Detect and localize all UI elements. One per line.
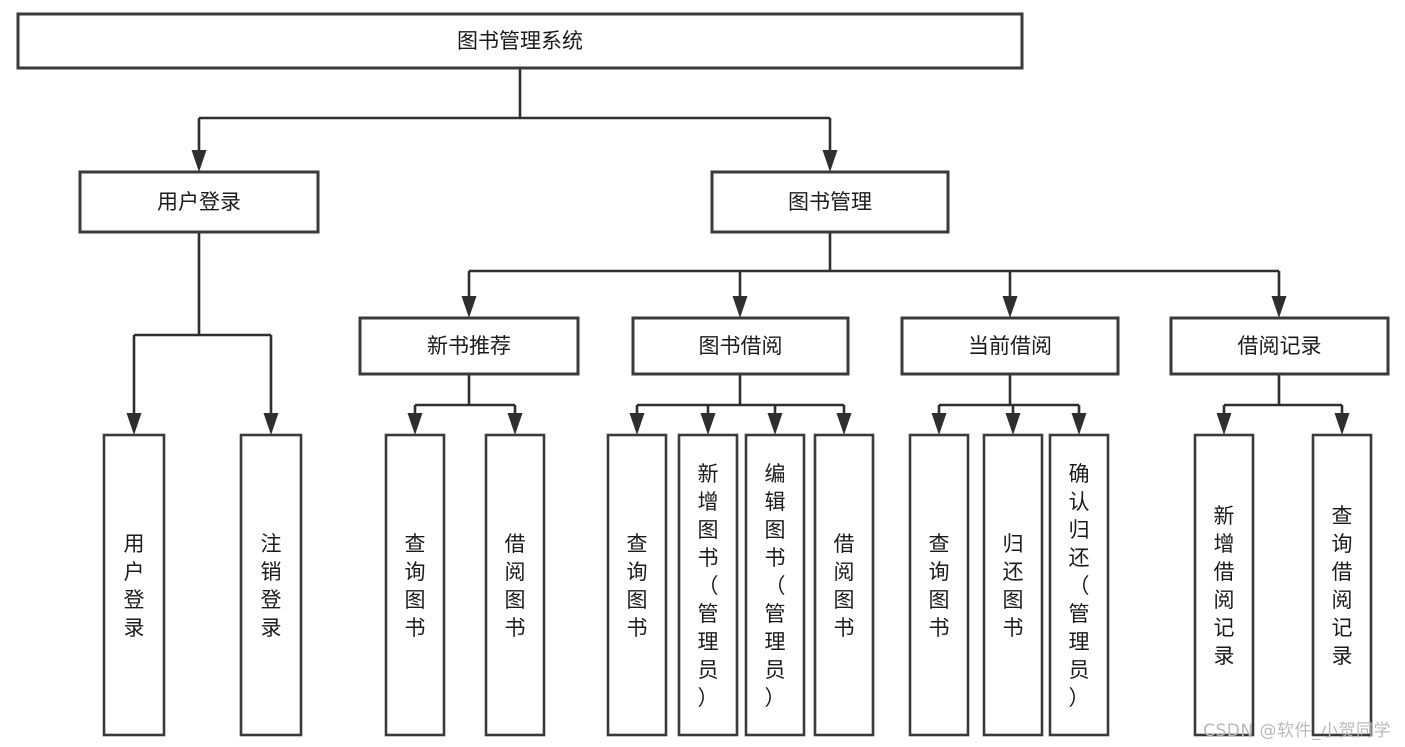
node-rect	[900, 316, 1120, 376]
node-rect	[358, 316, 580, 376]
connector-borrow-to-leaves	[629, 374, 852, 435]
connector-userlogin-to-leaves	[126, 232, 279, 435]
node-leaf-编辑图书-管理员[interactable]: 编辑图书（管理员）	[744, 433, 806, 737]
node-leaf-借阅图书[interactable]: 借阅图书	[484, 433, 546, 737]
node-label: 借阅图书	[505, 532, 526, 640]
node-rect	[16, 12, 1024, 70]
node-root-图书管理系统[interactable]: 图书管理系统	[16, 12, 1024, 70]
node-leaf-查询图书[interactable]: 查询图书	[606, 433, 668, 737]
node-rect	[102, 433, 166, 737]
connector-records-to-leaves	[1216, 374, 1350, 435]
connector-newbook-to-leaves	[407, 374, 523, 435]
node-rect	[484, 433, 546, 737]
node-rect	[239, 433, 303, 737]
node-label: 用户登录	[157, 190, 241, 214]
node-rect	[813, 433, 875, 737]
node-label: 借阅记录	[1238, 334, 1322, 358]
node-label: 归还图书	[1003, 532, 1024, 640]
node-label: 注销登录	[261, 532, 282, 640]
node-level3-借阅记录[interactable]: 借阅记录	[1169, 316, 1390, 376]
node-label: 查询图书	[405, 532, 426, 640]
node-label: 查询图书	[929, 532, 950, 640]
node-rect	[384, 433, 446, 737]
node-label: 确认归还（管理员）	[1069, 462, 1090, 710]
node-level3-当前借阅[interactable]: 当前借阅	[900, 316, 1120, 376]
node-rect	[677, 433, 739, 737]
node-rect	[908, 433, 970, 737]
node-level3-新书推荐[interactable]: 新书推荐	[358, 316, 580, 376]
connector-root-to-level2	[191, 68, 838, 172]
node-level2-用户登录[interactable]: 用户登录	[78, 170, 320, 234]
node-label: 编辑图书（管理员）	[765, 462, 786, 710]
node-level2-图书管理[interactable]: 图书管理	[710, 170, 950, 234]
connector-current-to-leaves	[931, 374, 1087, 435]
node-rect	[606, 433, 668, 737]
node-rect	[710, 170, 950, 234]
node-label: 查询图书	[627, 532, 648, 640]
node-layer: 图书管理系统用户登录图书管理新书推荐图书借阅当前借阅借阅记录用户登录注销登录查询…	[16, 12, 1390, 737]
node-label: 当前借阅	[968, 334, 1052, 358]
node-leaf-查询借阅记录[interactable]: 查询借阅记录	[1311, 433, 1373, 737]
node-leaf-查询图书[interactable]: 查询图书	[384, 433, 446, 737]
node-rect	[78, 170, 320, 234]
node-label: 新书推荐	[427, 334, 511, 358]
node-leaf-新增图书-管理员[interactable]: 新增图书（管理员）	[677, 433, 739, 737]
node-label: 新增图书（管理员）	[698, 462, 719, 710]
node-rect	[1193, 433, 1255, 737]
node-label: 用户登录	[124, 532, 145, 640]
node-leaf-用户登录[interactable]: 用户登录	[102, 433, 166, 737]
node-leaf-查询图书[interactable]: 查询图书	[908, 433, 970, 737]
node-leaf-新增借阅记录[interactable]: 新增借阅记录	[1193, 433, 1255, 737]
node-leaf-归还图书[interactable]: 归还图书	[982, 433, 1044, 737]
node-label: 图书管理系统	[457, 29, 583, 53]
node-leaf-借阅图书[interactable]: 借阅图书	[813, 433, 875, 737]
node-level3-图书借阅[interactable]: 图书借阅	[631, 316, 850, 376]
node-rect	[982, 433, 1044, 737]
node-label: 图书借阅	[699, 334, 783, 358]
node-label: 新增借阅记录	[1214, 504, 1235, 668]
connector-bookmgmt-to-level3	[461, 232, 1287, 318]
node-label: 图书管理	[788, 190, 872, 214]
node-leaf-确认归还-管理员[interactable]: 确认归还（管理员）	[1048, 433, 1110, 737]
node-label: 借阅图书	[834, 532, 855, 640]
node-rect	[1311, 433, 1373, 737]
node-label: 查询借阅记录	[1332, 504, 1353, 668]
node-rect	[631, 316, 850, 376]
node-rect	[1169, 316, 1390, 376]
node-rect	[744, 433, 806, 737]
connector-layer	[126, 68, 1350, 435]
node-rect	[1048, 433, 1110, 737]
node-leaf-注销登录[interactable]: 注销登录	[239, 433, 303, 737]
